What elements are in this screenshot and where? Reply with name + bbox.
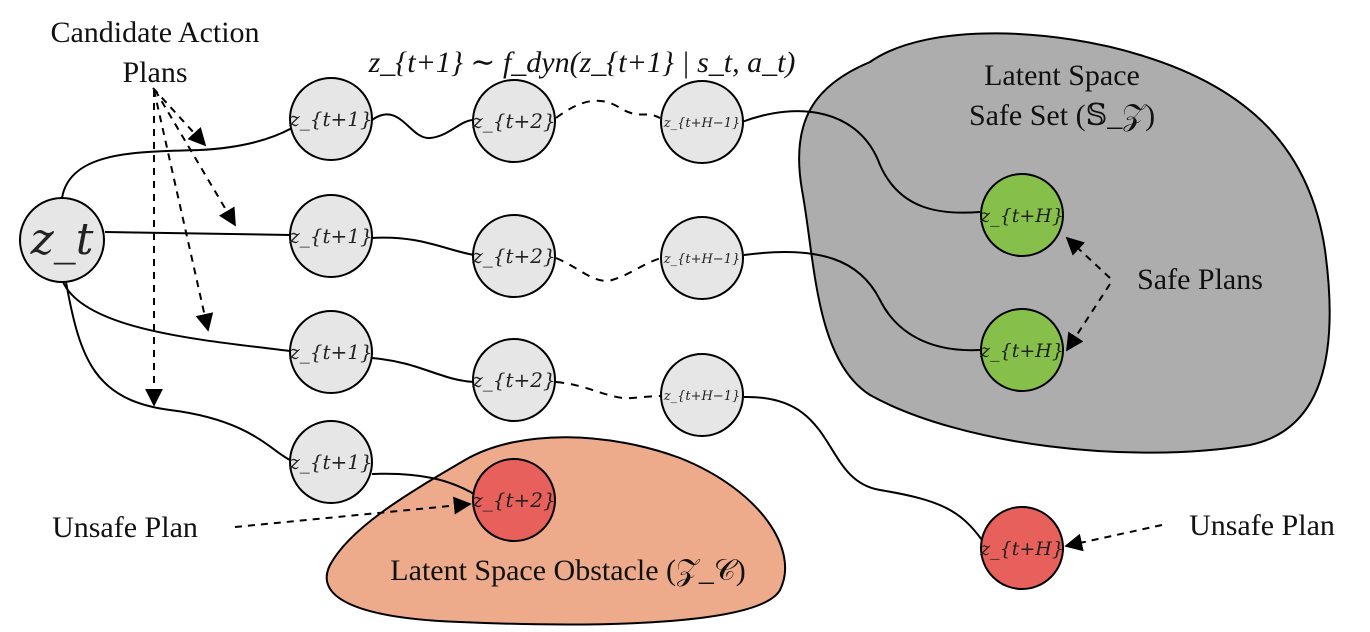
node-root [19,197,105,283]
candidate-label-line2: Plans [122,56,187,89]
unsafe-plan-right-label: Unsafe Plan [1189,509,1335,542]
safe-plans-arrow-down [1066,283,1111,352]
candidate-arrow-2 [154,89,236,227]
edge-r1-tH1-tH [741,110,981,214]
candidate-label-line1: Candidate Action [50,16,259,49]
node-r3-tH-unsafe [980,506,1064,590]
label-r1-tH1: z_{t+H−1} [663,116,741,131]
node-r2-t1 [289,194,373,278]
annotations: Candidate Action Plans z_{t+1} ∼ f_dyn(z… [50,16,1334,587]
label-r2-tH1: z_{t+H−1} [663,252,741,267]
edge-r3-tH1-tH [743,395,983,541]
node-r1-t2 [472,79,556,163]
node-r4-t1 [289,420,373,504]
label-r3-tH: z_{t+H} [979,538,1064,560]
label-r1-t2: z_{t+2} [471,109,556,133]
node-r1-tH-safe [980,173,1064,257]
node-r3-tH1 [660,353,744,437]
dynamics-equation: z_{t+1} ∼ f_dyn(z_{t+1} | s_t, a_t) [368,46,796,79]
node-r1-t1 [289,77,373,161]
safe-set-label-line1: Latent Space [984,59,1140,92]
node-r1-tH1 [660,80,744,164]
label-root: z_t [30,214,94,265]
safe-set-region [798,32,1331,454]
safe-plans-arrow-up [1065,236,1111,279]
edge-r4-t1-t2 [371,472,475,495]
unsafe-arrow-left [234,496,472,528]
node-r2-t2 [472,214,556,298]
label-r3-tH1: z_{t+H−1} [663,389,741,404]
node-r2-tH1 [660,216,744,300]
node-r3-t2 [472,338,556,422]
trajectory-edges [61,110,983,541]
label-r1-tH: z_{t+H} [979,205,1064,227]
candidate-arrow-3 [153,89,214,332]
dash-r1 [555,99,661,119]
edge-root-row1 [61,127,293,199]
unsafe-arrow-right [1064,524,1163,552]
edge-r2-t1-t2 [371,236,475,256]
edge-root-row3 [62,281,291,352]
nodes [19,77,1064,590]
label-r3-t2: z_{t+2} [471,368,556,392]
candidate-arrows [145,87,1163,552]
unsafe-plan-left-label: Unsafe Plan [52,511,198,544]
node-labels: z_t z_{t+1} z_{t+2} z_{t+H−1} z_{t+1} z_… [30,107,1064,560]
label-r4-t1: z_{t+1} [288,450,373,474]
obstacle-region [325,436,786,626]
label-r2-t2: z_{t+2} [471,244,556,268]
label-r3-t1: z_{t+1} [288,340,373,364]
edge-root-row4 [65,281,291,461]
safe-set-label-line2: Safe Set (𝕊_𝒵) [969,99,1155,132]
edge-r1-t1-t2 [371,113,475,140]
label-r2-tH: z_{t+H} [979,340,1064,362]
dashed-skips [555,99,663,400]
edge-r2-tH1-tH [743,251,981,352]
node-r3-t1 [289,310,373,394]
label-r4-t2: z_{t+2} [471,488,556,512]
dash-r3 [555,381,663,400]
edge-root-row2 [104,231,291,236]
label-r2-t1: z_{t+1} [288,224,373,248]
obstacle-label: Latent Space Obstacle (𝒵_𝒞) [390,554,745,587]
node-r4-t2-unsafe [472,458,556,542]
dash-r2 [555,257,663,282]
safe-plans-label: Safe Plans [1137,263,1263,296]
label-r1-t1: z_{t+1} [288,107,373,131]
edge-r3-t1-t2 [371,357,475,383]
node-r2-tH-safe [980,308,1064,392]
